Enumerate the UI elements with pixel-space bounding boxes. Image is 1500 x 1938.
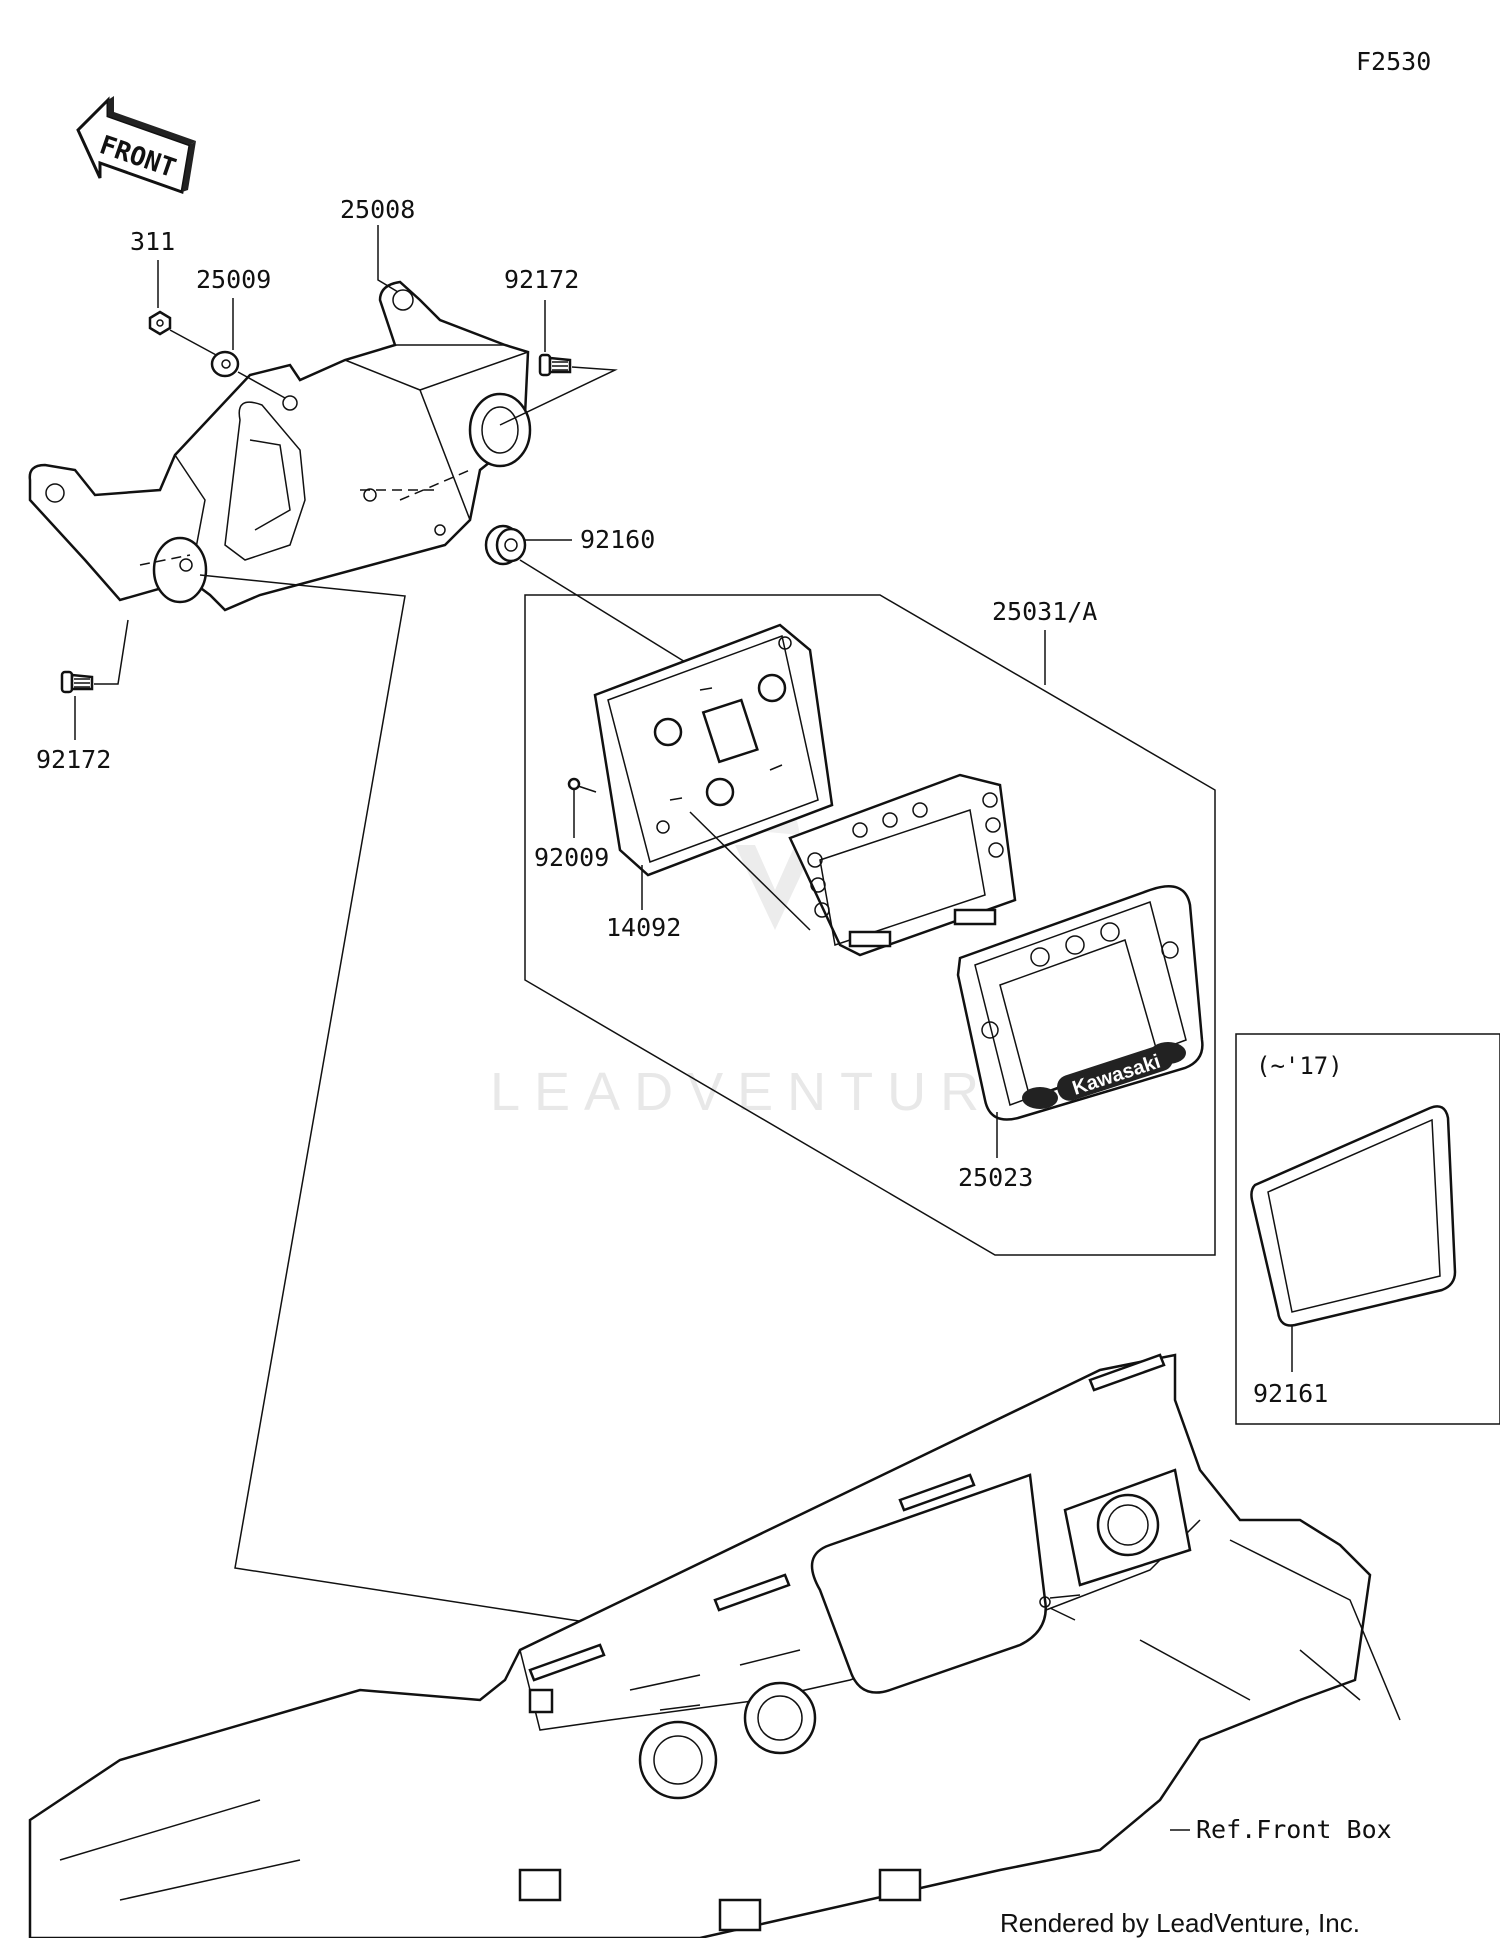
label-92160: 92160 bbox=[580, 525, 655, 554]
label-14092: 14092 bbox=[606, 913, 681, 942]
label-25031a: 25031/A bbox=[992, 597, 1097, 626]
watermark-text: LEADVENTURE bbox=[490, 1062, 1043, 1122]
bolt-92172-top: 92172 bbox=[499, 265, 618, 426]
label-25023: 25023 bbox=[958, 1163, 1033, 1192]
meter-bracket-25008 bbox=[28, 280, 532, 612]
meter-inner-unit bbox=[689, 773, 1017, 957]
nut-311: 311 bbox=[130, 227, 219, 357]
label-25008: 25008 bbox=[340, 195, 415, 224]
label-ref-front-box: Ref.Front Box bbox=[1196, 1815, 1392, 1844]
label-92161: 92161 bbox=[1253, 1379, 1328, 1408]
inset-box-92161: (~'17) 92161 bbox=[1235, 1033, 1500, 1425]
render-credit: Rendered by LeadVenture, Inc. bbox=[1000, 1908, 1360, 1938]
bolt-92172-left: 92172 bbox=[36, 619, 129, 774]
meter-rear-case-14092: 14092 bbox=[593, 623, 834, 942]
meter-assembly-25031a-group: 25031/A bbox=[524, 594, 1216, 1256]
label-92172-left: 92172 bbox=[36, 745, 111, 774]
label-311: 311 bbox=[130, 227, 175, 256]
inset-label: (~'17) bbox=[1256, 1052, 1343, 1080]
washer-25009: 25009 bbox=[196, 265, 286, 399]
leadventure-watermark: LEADVENTURE bbox=[490, 799, 1043, 1122]
label-25009: 25009 bbox=[196, 265, 271, 294]
inset-frame bbox=[1235, 1033, 1500, 1425]
label-92172-top: 92172 bbox=[504, 265, 579, 294]
screw-92009: 92009 bbox=[534, 777, 609, 872]
leader-bracket-to-dash bbox=[199, 574, 606, 1626]
front-direction-arrow: FRONT bbox=[76, 96, 196, 195]
grommet-92160: 92160 bbox=[484, 524, 691, 666]
diagram-code: F2530 bbox=[1356, 47, 1431, 76]
label-92009: 92009 bbox=[534, 843, 609, 872]
meter-front-cover-25023: Kawasaki 25023 bbox=[956, 885, 1204, 1192]
front-box-dashboard: Ref.Front Box bbox=[28, 1353, 1401, 1938]
